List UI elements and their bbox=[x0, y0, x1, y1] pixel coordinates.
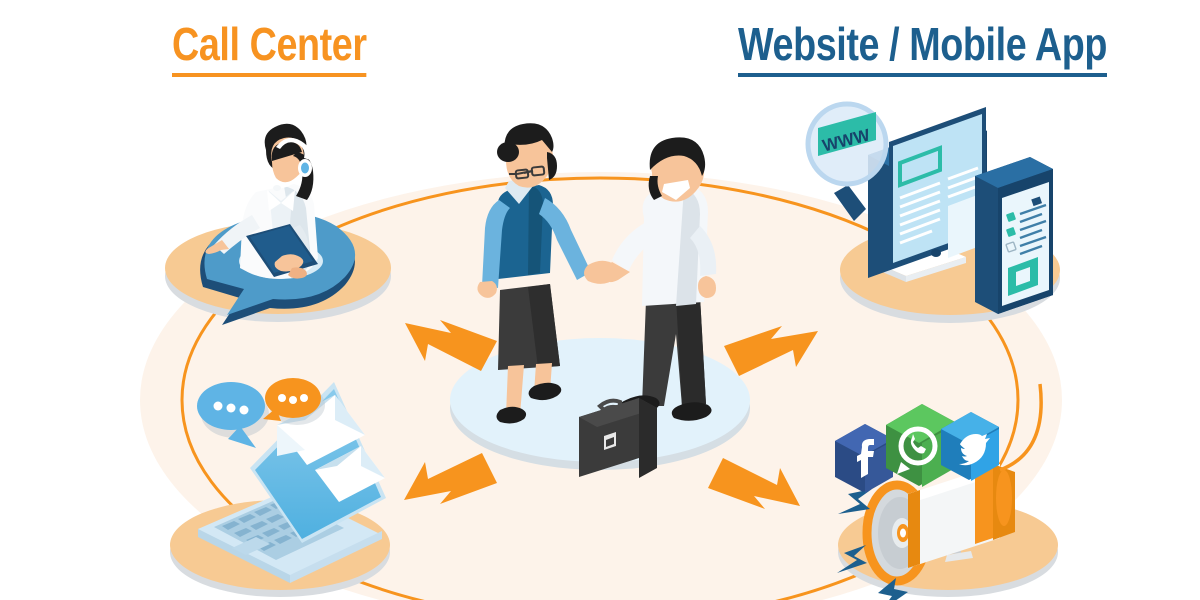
desktop-monitor-icon bbox=[868, 107, 987, 282]
call-center-agent-icon bbox=[200, 123, 356, 325]
mobile-phone-icon bbox=[975, 157, 1053, 314]
connection-ring bbox=[180, 176, 1020, 600]
businesswoman-figure bbox=[477, 123, 620, 424]
laptop-email-icon bbox=[198, 382, 386, 583]
twitter-icon bbox=[941, 412, 999, 481]
chat-bubble-orange-icon bbox=[263, 378, 325, 425]
chat-bubble-blue-icon bbox=[197, 382, 269, 448]
whatsapp-icon bbox=[886, 404, 955, 487]
briefcase-icon bbox=[579, 398, 657, 478]
arrow-to-email bbox=[404, 453, 497, 504]
www-magnifier-icon: WWW bbox=[805, 101, 889, 221]
facebook-icon bbox=[835, 424, 893, 493]
page-title-call-center: Call Center bbox=[172, 21, 367, 77]
arrow-to-call-center bbox=[405, 320, 497, 371]
arrow-to-social bbox=[708, 458, 800, 509]
page-title-website-mobile-app: Website / Mobile App bbox=[738, 21, 1107, 77]
arrow-to-website bbox=[724, 326, 818, 376]
